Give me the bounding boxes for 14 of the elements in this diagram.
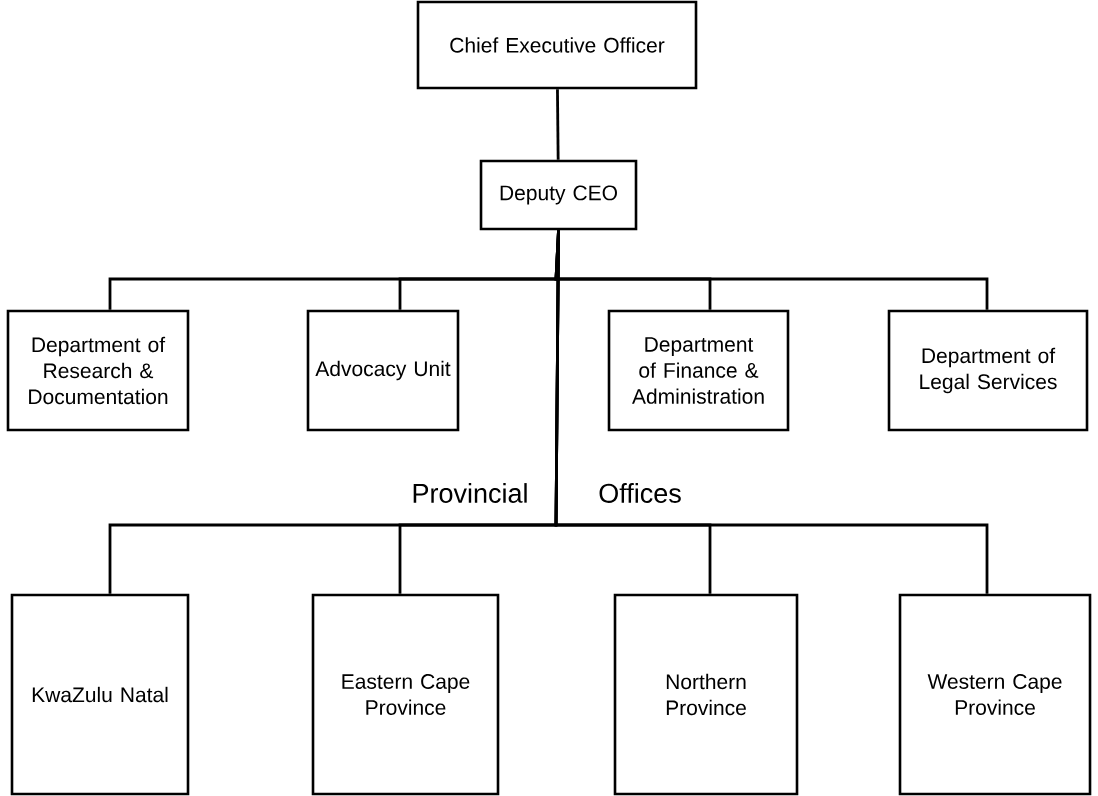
connector-line: [554, 230, 989, 594]
org-box: Deputy CEO: [479, 159, 638, 231]
org-box: KwaZulu Natal: [10, 593, 190, 796]
org-box: Eastern Cape Province: [311, 593, 500, 796]
org-box: Chief Executive Officer: [416, 0, 698, 90]
org-box: Northern Province: [613, 593, 799, 796]
org-box: Department of Finance & Administration: [607, 309, 790, 432]
section-label: Offices: [596, 481, 684, 505]
org-box: Department of Legal Services: [887, 309, 1089, 432]
org-box: Advocacy Unit: [306, 309, 460, 432]
org-box: Western Cape Province: [898, 593, 1092, 796]
section-label: Provincial: [409, 481, 531, 505]
org-box: Department of Research & Documentation: [6, 309, 190, 432]
connector-line: [556, 89, 560, 160]
